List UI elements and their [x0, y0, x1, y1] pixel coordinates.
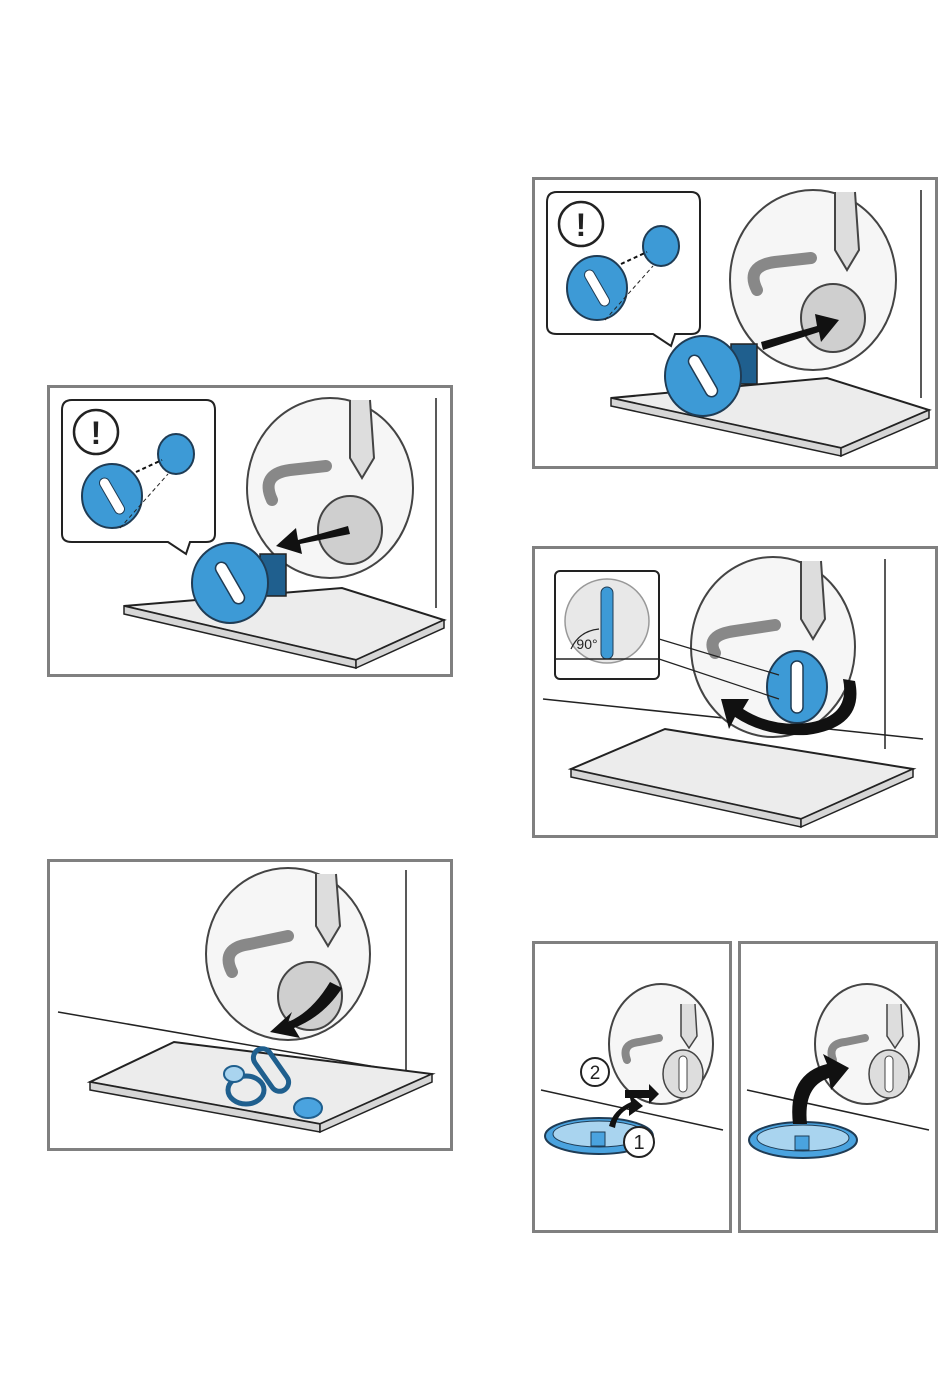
warning-symbol: !	[91, 415, 102, 451]
insert-filter-illustration: !	[535, 180, 935, 466]
step-panel-insert-filter: !	[532, 177, 938, 469]
step-panel-rotate-filter: 90°	[532, 546, 938, 838]
open-flap-illustration: 2 1	[535, 944, 729, 1230]
step-panel-lift-flap	[738, 941, 938, 1233]
remove-objects-illustration	[50, 862, 450, 1148]
angle-label: 90°	[576, 636, 597, 652]
step-panel-open-flap: 2 1	[532, 941, 732, 1233]
button	[294, 1098, 322, 1118]
svg-text:1: 1	[633, 1132, 644, 1154]
warning-symbol: !	[576, 207, 587, 243]
svg-text:2: 2	[590, 1063, 601, 1084]
lift-flap-illustration	[741, 944, 935, 1230]
remove-filter-illustration: !	[50, 388, 450, 674]
filter-opening	[318, 496, 382, 564]
rotate-filter-illustration: 90°	[535, 549, 935, 835]
step-panel-remove-filter: !	[47, 385, 453, 677]
step-panel-remove-objects	[47, 859, 453, 1151]
